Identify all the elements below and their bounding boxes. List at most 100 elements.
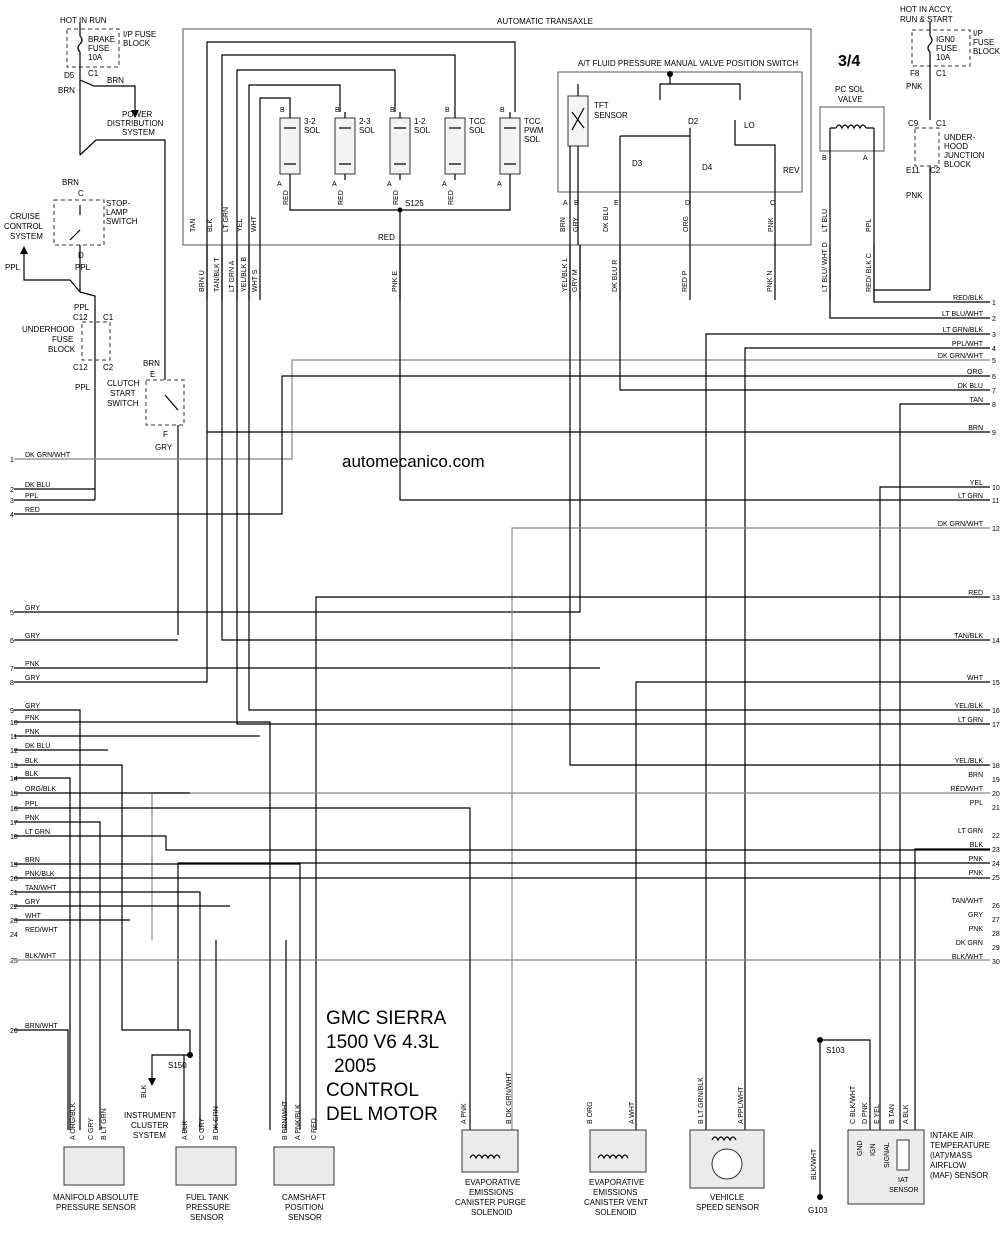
harness-wire-label-10: RED P: [682, 270, 689, 292]
purge-label-2: EMISSIONS: [469, 1188, 513, 1197]
left-pin-18: 18: [10, 834, 18, 841]
ip-label-2: FUSE: [973, 38, 994, 47]
wire-right7: [619, 245, 990, 391]
pc-sol-label-2: VALVE: [838, 95, 863, 104]
solenoid-1-pin-b: B: [280, 107, 285, 114]
left-wire-label-23: WHT: [25, 913, 42, 920]
brake-fuse-label-2: FUSE: [88, 44, 109, 53]
right-wire-label-27: GRY: [968, 912, 983, 919]
solenoid-5-pin-a: A: [497, 181, 502, 188]
transaxle-title: AUTOMATIC TRANSAXLE: [497, 17, 593, 26]
c1-label-right: C1: [936, 69, 947, 78]
stop-lamp-switch-box: [53, 199, 105, 246]
cruise-label-3: SYSTEM: [10, 232, 43, 241]
right-pin-22: 22: [992, 833, 1000, 840]
solenoid-1-leads: [284, 112, 296, 180]
left-pin-5: 5: [10, 610, 14, 617]
right-pin-28: 28: [992, 931, 1000, 938]
ppl-wire-down: [79, 291, 96, 500]
vss-pin-b: B LT GRN/BLK: [698, 1077, 705, 1124]
left-pin-6: 6: [10, 638, 14, 645]
vent-label-4: SOLENOID: [595, 1208, 637, 1217]
vent-pin-b: B ORG: [587, 1101, 594, 1124]
wire-left17: [14, 807, 471, 1130]
left-wire-label-1: DK GRN/WHT: [25, 452, 71, 459]
harness-wire-label-12: LT BLU/ WHT D: [822, 242, 829, 292]
solenoid-3-label-2: SOL: [414, 126, 431, 135]
wire-right20: [151, 792, 990, 940]
ign0-label-3: 10A: [936, 53, 951, 62]
purge-label-3: CANISTER PURGE: [455, 1198, 526, 1207]
int-label-wht: WHT: [251, 215, 258, 232]
hot-accy-label-1: HOT IN ACCY,: [900, 5, 952, 14]
valve-position-switch-box: [557, 71, 803, 193]
wire-left9: [14, 709, 81, 1130]
solenoid-1-red-label: RED: [283, 190, 290, 205]
vent-pin-a: A WHT: [629, 1101, 636, 1124]
right-wire-label-6: ORG: [967, 369, 983, 376]
power-distribution-label-2: DISTRIBUTION: [107, 119, 164, 128]
internal-wire-tan: [206, 41, 516, 245]
right-wire-label-30: BLK/WHT: [952, 954, 984, 961]
s150-splice-wire: [151, 1030, 191, 1080]
left-wire-label-4: RED: [25, 507, 40, 514]
left-wire-label-5: GRY: [25, 605, 40, 612]
page-number: 3/4: [838, 53, 860, 70]
right-pin-20: 20: [992, 791, 1000, 798]
s150-dot: [187, 1052, 193, 1058]
sw-pin-a-1: A: [563, 200, 568, 207]
left-pin-22: 22: [10, 904, 18, 911]
left-wire-label-3: PPL: [25, 493, 38, 500]
brake-fuse-label-1: BRAKE: [88, 35, 115, 44]
vent-label-2: EMISSIONS: [593, 1188, 637, 1197]
right-wire-label-16: YEL/BLK: [955, 703, 984, 710]
map-sensor-icon: [63, 1146, 125, 1186]
right-wire-label-17: LT GRN: [958, 717, 983, 724]
wire-left19: [14, 835, 990, 851]
g103-ground-icon: [817, 1194, 823, 1200]
purge-coil-icon: [469, 1154, 501, 1160]
pc-sol-label-1: PC SOL: [835, 85, 865, 94]
solenoid-5-label-3: SOL: [524, 135, 541, 144]
left-pin-1: 1: [10, 457, 14, 464]
title-block: automecanico.com GMC SIERRA 1500 V6 4.3L…: [326, 452, 485, 1125]
brake-fuse-icon: [77, 22, 83, 80]
left-pin-21: 21: [10, 890, 18, 897]
cam-pin-a: A PNK/BLK: [295, 1104, 302, 1140]
left-wire-label-12: DK BLU: [25, 743, 50, 750]
right-pin-12: 12: [992, 526, 1000, 533]
solenoid-4-leads: [449, 112, 461, 180]
solenoid-3-label-1: 1-2: [414, 117, 426, 126]
ign0-label-1: IGN0: [936, 35, 955, 44]
right-pin-25: 25: [992, 875, 1000, 882]
wire-right10: [879, 486, 990, 1130]
left-pin-8: 8: [10, 680, 14, 687]
power-distribution-label-3: SYSTEM: [122, 128, 155, 137]
ppl-cruise-wire: [23, 245, 81, 294]
left-wire-label-26: BRN/WHT: [25, 1023, 58, 1030]
fuel-label-3: SENSOR: [190, 1213, 224, 1222]
pnk-label-2: PNK: [906, 191, 923, 200]
left-wire-label-18: LT GRN: [25, 829, 50, 836]
pnk-ign-wire: [874, 166, 931, 291]
tft-thermistor-icon: [571, 107, 585, 131]
junction-label-2: HOOD: [944, 142, 968, 151]
left-wire-label-13: BLK: [25, 758, 39, 765]
int-label-org: ORG: [683, 216, 690, 232]
map-label-1: MANIFOLD ABSOLUTE: [53, 1193, 139, 1202]
right-wire-label-15: WHT: [967, 675, 984, 682]
c2-label-right: C2: [930, 166, 941, 175]
solenoid-4-red-label: RED: [448, 190, 455, 205]
solenoid-5-label-1: TCC: [524, 117, 541, 126]
vss-label-1: VEHICLE: [710, 1193, 744, 1202]
wire-left18: [14, 821, 101, 1130]
left-pin-12: 12: [10, 748, 18, 755]
brn-label-1: BRN: [58, 86, 75, 95]
underhood-fuse-label-2: FUSE: [52, 335, 73, 344]
c9-label: C9: [908, 119, 919, 128]
title-line-2: 1500 V6 4.3L: [326, 1032, 439, 1053]
junction-label-3: JUNCTION: [944, 151, 985, 160]
iat-label-5: (MAF) SENSOR: [930, 1171, 988, 1180]
wire-right8: [899, 403, 990, 1130]
transaxle-box: [182, 28, 812, 246]
